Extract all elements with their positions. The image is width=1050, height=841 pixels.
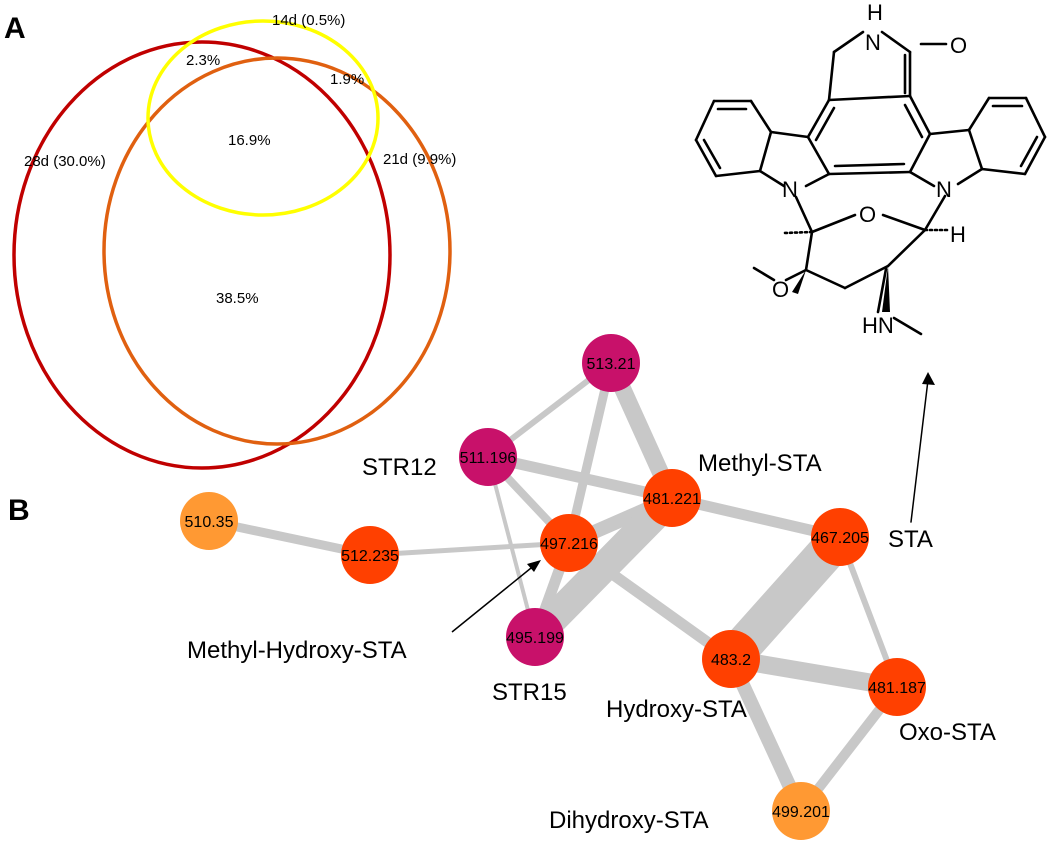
edge-497-483 (563, 537, 737, 665)
atom-right-nitrogen: N (936, 177, 952, 202)
network-node-n513 (582, 334, 640, 392)
edge-513-497 (564, 358, 616, 548)
network-node-n483 (702, 630, 760, 688)
atom-nh-hydrogen: H (867, 0, 883, 25)
label-oxo-sta: Oxo-STA (899, 719, 996, 746)
network-node-n481a (643, 469, 701, 527)
network-node-n497 (540, 514, 598, 572)
venn-region-28d-14d: 2.3% (186, 52, 220, 69)
network-node-label-n483: 483.2 (711, 652, 751, 669)
network-node-label-n481a: 481.221 (643, 491, 701, 508)
network-node-label-n511: 511.196 (460, 450, 517, 467)
venn-diagram: 14d (0.5%) 28d (30.0%) 21d (9.9%) 2.3% 1… (12, 12, 456, 470)
network-node-n499 (772, 782, 830, 840)
label-sta: STA (888, 526, 933, 553)
wedge-amine (882, 266, 890, 312)
venn-circle-21d (102, 56, 452, 446)
atom-left-nitrogen: N (782, 177, 798, 202)
venn-circle-28d (12, 40, 392, 470)
venn-label-14d: 14d (0.5%) (272, 12, 345, 29)
label-methyl-hydroxy-sta: Methyl-Hydroxy-STA (187, 637, 407, 664)
venn-label-28d: 28d (30.0%) (24, 153, 106, 170)
network-node-label-n510: 510.35 (185, 514, 234, 531)
atom-methoxy-oxygen: O (772, 277, 789, 302)
network-node-label-n512: 512.235 (341, 548, 399, 565)
edge-511-495 (486, 455, 537, 639)
label-str12: STR12 (362, 454, 437, 481)
venn-region-all-three: 16.9% (228, 132, 271, 149)
chemical-structure-wedges (792, 266, 935, 385)
network-node-n512 (341, 526, 399, 584)
venn-region-28d-21d: 38.5% (216, 290, 259, 307)
network-node-n511 (459, 428, 517, 486)
arrowhead-sta (922, 372, 935, 385)
label-str15: STR15 (492, 679, 567, 706)
panel-letter-b: B (8, 494, 30, 527)
atom-chiral-hydrogen: H (950, 222, 966, 247)
panel-letter-a: A (4, 12, 26, 45)
wedge-methoxy (792, 270, 806, 294)
network-node-n510 (180, 492, 238, 550)
network-nodes: 513.21 511.196 481.221 497.216 510.35 512.235… (180, 334, 926, 840)
network-node-label-n481b: 481.187 (868, 680, 926, 697)
atom-carbonyl-oxygen: O (950, 33, 967, 58)
network-node-n467 (811, 508, 869, 566)
venn-region-14d-21d: 1.9% (330, 71, 364, 88)
network-node-label-n467: 467.205 (811, 530, 869, 547)
network-node-label-n497: 497.216 (540, 536, 598, 553)
network-node-n495 (506, 608, 564, 666)
atom-amine-hn: HN (862, 313, 894, 338)
network-node-n481b (868, 658, 926, 716)
venn-label-21d: 21d (9.9%) (383, 151, 456, 168)
atom-lactam-nitrogen: N (865, 30, 881, 55)
edge-512-497 (367, 540, 572, 558)
label-hydroxy-sta: Hydroxy-STA (606, 696, 747, 723)
network-name-labels: STR12 Methyl-STA STA Methyl-Hydroxy-STA … (187, 450, 996, 834)
atom-ring-oxygen: O (859, 202, 876, 227)
label-methyl-sta: Methyl-STA (698, 450, 822, 477)
chemical-structure (694, 30, 1047, 523)
network-node-label-n513: 513.21 (587, 356, 636, 373)
methyl-hydroxy-arrow (451, 560, 541, 633)
venn-circle-14d (146, 19, 380, 217)
network-edges (204, 354, 906, 818)
network-node-label-n495: 495.199 (506, 630, 564, 647)
chemical-atoms: H N O N N O H O HN (772, 0, 967, 338)
network-node-label-n499: 499.201 (772, 804, 830, 821)
label-dihydroxy-sta: Dihydroxy-STA (549, 807, 709, 834)
bond-ch2 (827, 50, 836, 102)
